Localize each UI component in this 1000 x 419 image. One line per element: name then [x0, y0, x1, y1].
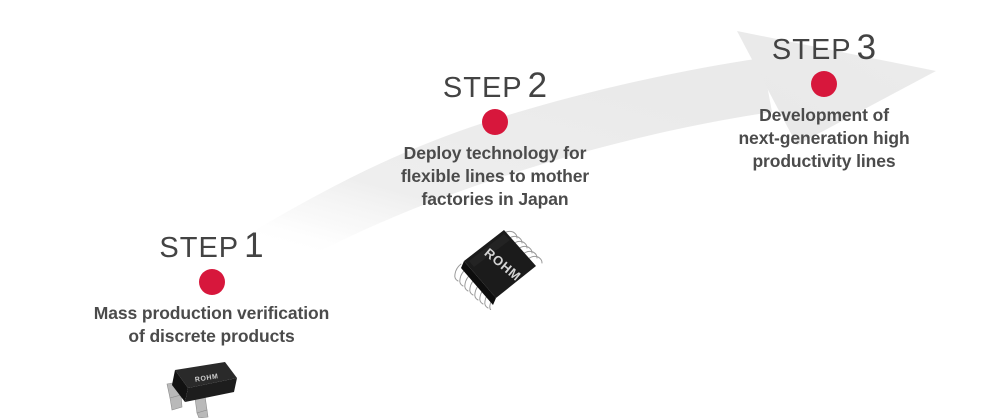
step-3-description: Development of next-generation high prod… — [738, 105, 910, 171]
step-2-label-number: 2 — [527, 66, 548, 105]
step-3-marker-dot — [811, 71, 837, 97]
step-2-description: Deploy technology for flexible lines to … — [400, 143, 590, 209]
step-2-marker-dot — [482, 109, 508, 135]
step-1-label-word: STEP — [159, 232, 240, 264]
step-1-description: Mass production verification of discrete… — [93, 303, 330, 346]
ssop-integrated-circuit-package-icon: ROHM — [454, 230, 543, 310]
sot23-transistor-package-icon: ROHM — [166, 362, 237, 418]
chip-marking-step1: ROHM — [194, 373, 219, 384]
step-1-marker-dot — [198, 269, 225, 295]
step-3-label-number: 3 — [856, 28, 877, 67]
step-3-label-word: STEP — [771, 34, 852, 66]
step-2-label-word: STEP — [442, 72, 523, 104]
step-1-label-number: 1 — [244, 226, 264, 265]
